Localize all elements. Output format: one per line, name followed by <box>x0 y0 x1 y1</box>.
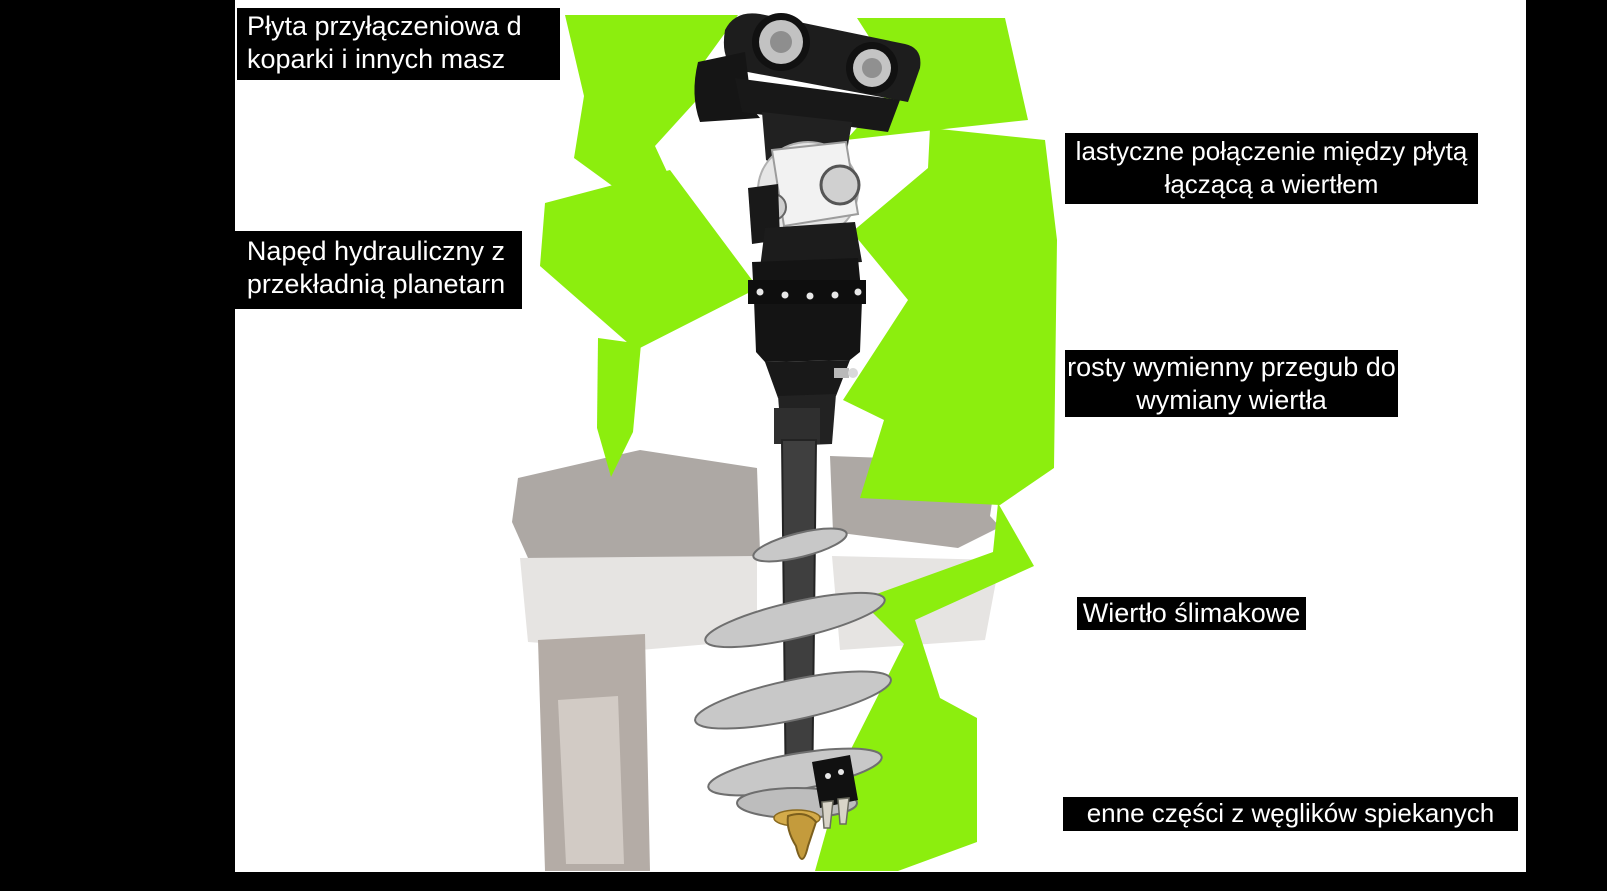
joint-disc <box>819 164 861 206</box>
label-line: przekładnią planetarn <box>246 269 506 299</box>
tooth-holder-illustration <box>812 755 858 808</box>
label-line: Napęd hydrauliczny z <box>246 236 506 266</box>
label-line: enne części z węglików spiekanych <box>1086 798 1495 828</box>
auger-flights-illustration <box>694 527 892 797</box>
gray-splash-wash-left <box>520 556 757 650</box>
gray-splash-shapes <box>512 18 1000 871</box>
bracket-pin-left <box>752 13 810 71</box>
green-splash-left-spike <box>597 338 641 477</box>
flange-bolts <box>756 288 862 300</box>
carbide-tooth-1 <box>821 800 834 829</box>
carbide-tooth-2 <box>837 797 850 825</box>
hydraulic-motor-illustration <box>752 258 862 362</box>
green-splash-right-band <box>843 128 1057 505</box>
label-replaceable-joint: rosty wymienny przegub do wymiany wiertł… <box>1065 350 1398 417</box>
gray-splash-column-light <box>558 696 624 864</box>
label-mounting-plate: Płyta przyłączeniowa d koparki i innych … <box>237 8 560 80</box>
label-auger-bit: Wiertło ślimakowe <box>1077 597 1306 630</box>
label-line: koparki i innych masz <box>247 44 506 74</box>
label-line: wymiany wiertła <box>1136 385 1327 415</box>
mounting-plate-base <box>735 78 900 132</box>
green-splash-left-diamond <box>540 170 758 350</box>
label-hydraulic-drive: Napęd hydrauliczny z przekładnią planeta… <box>230 231 522 309</box>
auger-drill-illustration <box>694 13 921 860</box>
label-line: Wiertło ślimakowe <box>1082 598 1301 628</box>
grease-nipple <box>834 368 849 378</box>
tooth-holder-bolt-1 <box>825 773 831 779</box>
motor-taper <box>765 360 850 398</box>
bracket-pin-right <box>846 42 898 94</box>
label-carbide-parts: enne części z węglików spiekanych <box>1063 797 1518 831</box>
tooth-holder-bolt-2 <box>838 769 844 775</box>
green-splash-right-lower <box>815 503 1034 871</box>
label-line: rosty wymienny przegub do <box>1067 352 1396 382</box>
shaft-hub <box>774 408 820 444</box>
label-line: Płyta przyłączeniowa d <box>247 11 522 41</box>
label-line: łączącą a wiertłem <box>1164 169 1379 199</box>
green-splash-left-top <box>565 15 738 190</box>
motor-bolt-flange <box>748 280 866 304</box>
pilot-bit-illustration <box>786 813 818 860</box>
joint-collar <box>760 222 862 268</box>
label-flexible-coupling: lastyczne połączenie między płytą łącząc… <box>1065 133 1478 204</box>
label-line: lastyczne połączenie między płytą <box>1075 136 1468 166</box>
grease-nipple-head <box>848 368 858 378</box>
